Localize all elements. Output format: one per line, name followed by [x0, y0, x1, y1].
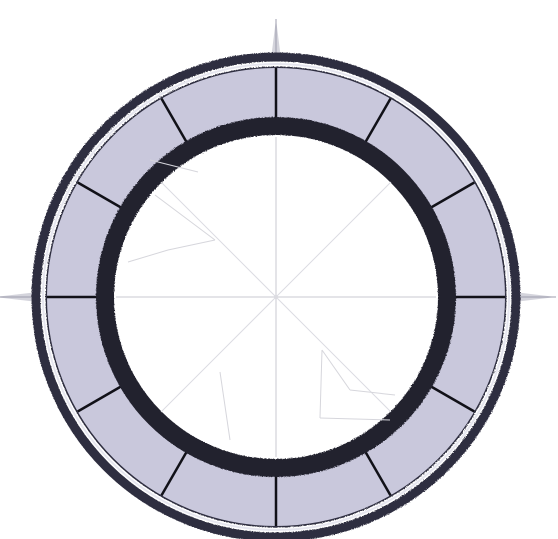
- center-compass-lines: [116, 137, 436, 457]
